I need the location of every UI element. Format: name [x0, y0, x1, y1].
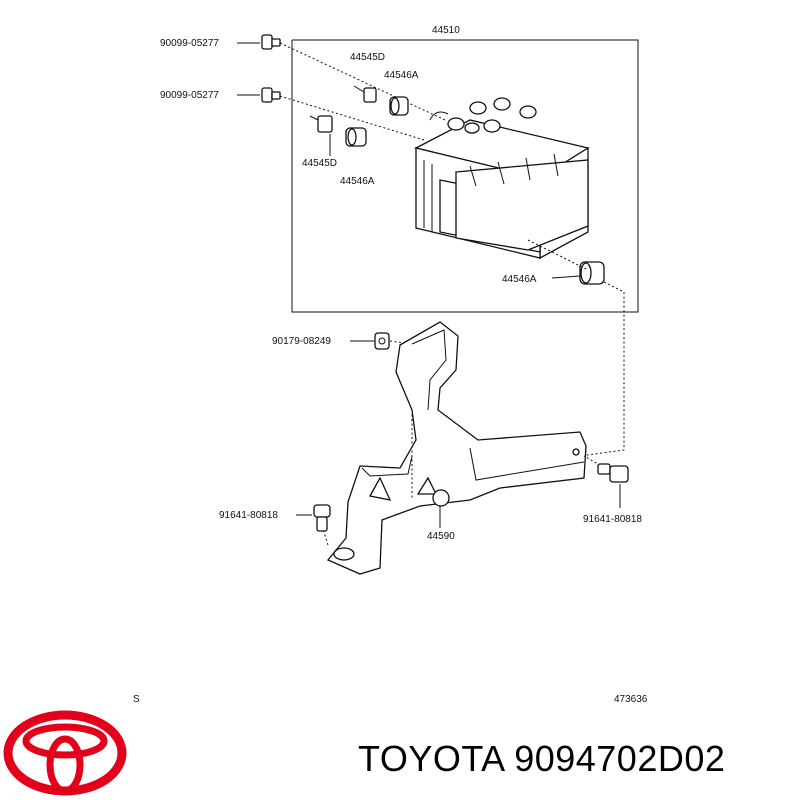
label-grommet-lower: 44546A — [340, 176, 375, 187]
grommet-side-icon — [579, 261, 605, 285]
grommet-lower-icon — [345, 127, 367, 147]
footer-right-code: 473636 — [614, 694, 648, 705]
brand-part-number: TOYOTA 9094702D02 — [358, 738, 726, 779]
stud-lower-icon — [309, 115, 333, 133]
grommet-upper-icon — [389, 96, 409, 116]
label-grommet-side: 44546A — [502, 274, 537, 285]
label-bracket: 44590 — [427, 531, 455, 542]
bracket-icon — [326, 321, 587, 575]
label-44510: 44510 — [432, 25, 460, 36]
stud-upper-icon — [353, 85, 377, 103]
bolt-right-icon — [597, 463, 629, 483]
bolt-left-icon — [313, 504, 331, 532]
label-stud-upper: 44545D — [350, 52, 385, 63]
abs-actuator-icon — [414, 97, 590, 260]
label-bolt-right: 91641-80818 — [583, 514, 642, 525]
bolt-top-2-icon — [261, 87, 281, 103]
label-bolt-top-1: 90099-05277 — [160, 38, 219, 49]
label-stud-lower: 44545D — [302, 158, 337, 169]
footer-left-code: S — [133, 694, 140, 705]
label-grommet-upper: 44546A — [384, 70, 419, 81]
label-nut: 90179-08249 — [272, 336, 331, 347]
bolt-top-1-icon — [261, 34, 281, 50]
assembly-frame — [291, 39, 639, 313]
label-bolt-left: 91641-80818 — [219, 510, 278, 521]
nut-icon — [374, 332, 390, 350]
toyota-logo-icon — [3, 710, 127, 796]
label-bolt-top-2: 90099-05277 — [160, 90, 219, 101]
